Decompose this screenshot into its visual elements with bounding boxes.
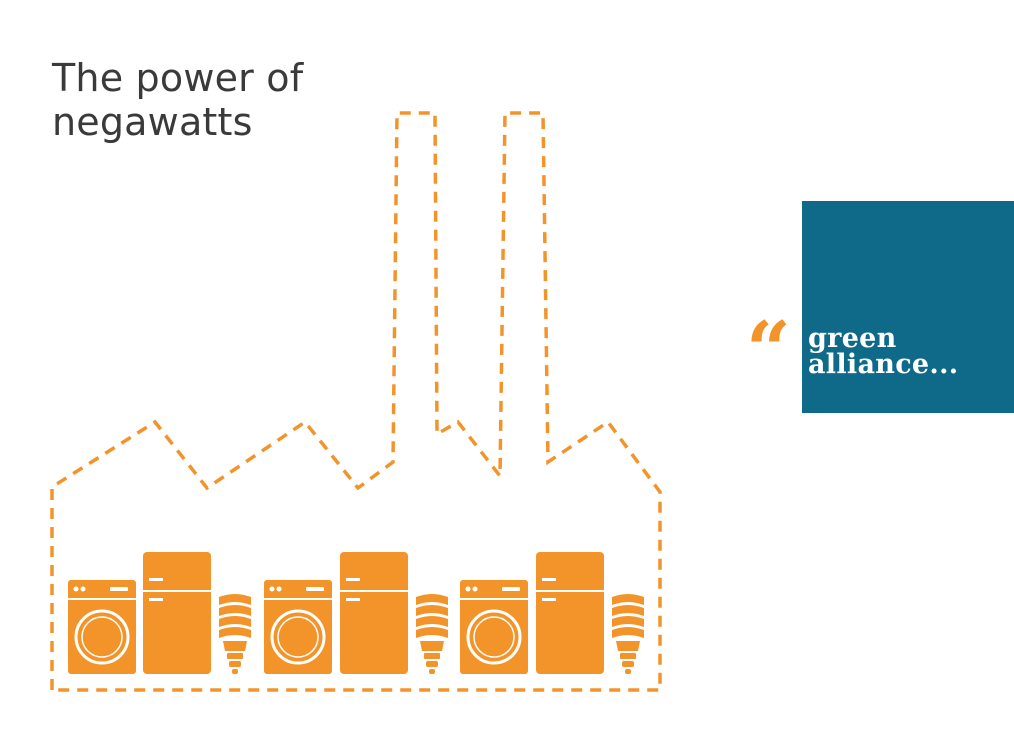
- fridge-icon: [340, 552, 408, 674]
- lightbulb-icon: [219, 594, 251, 674]
- appliance-group-3: [458, 552, 644, 676]
- title-line-2: negawatts: [52, 100, 253, 144]
- factory-outline-icon: [50, 111, 662, 692]
- fridge-icon: [536, 552, 604, 674]
- logo-quote-mark: “: [746, 305, 791, 396]
- factory-illustration: [50, 111, 662, 692]
- appliance-group-1: [66, 552, 251, 676]
- page-title: The power of negawatts: [52, 56, 303, 144]
- lightbulb-icon: [612, 594, 644, 674]
- washing-machine-icon: [66, 578, 138, 676]
- logo-line-1: green: [808, 323, 897, 354]
- title-line-1: The power of: [52, 56, 304, 100]
- logo-line-2: alliance...: [808, 349, 959, 380]
- washing-machine-icon: [262, 578, 334, 676]
- appliance-group-2: [262, 552, 448, 676]
- washing-machine-icon: [458, 578, 530, 676]
- fridge-icon: [143, 552, 211, 674]
- lightbulb-icon: [416, 594, 448, 674]
- green-alliance-logo-box: [802, 201, 1014, 413]
- green-alliance-logo: green alliance...: [808, 323, 959, 380]
